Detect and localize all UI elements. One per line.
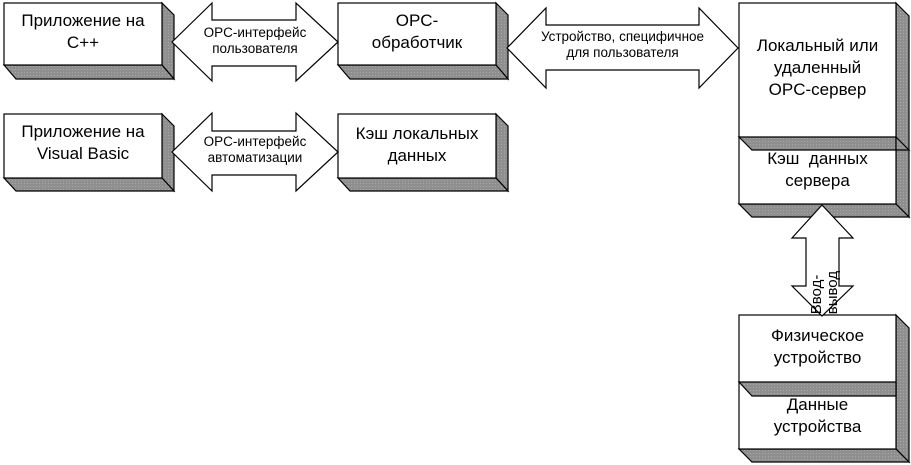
label-line: обработчик [371, 33, 463, 53]
label-line: Ввод- [807, 274, 825, 315]
vb-app-box [2, 112, 176, 193]
physical-device-box [737, 313, 911, 464]
label-line: Кэш данных [767, 149, 868, 168]
opc-server-box [737, 1, 911, 219]
label-line: OPC-сервер [768, 80, 867, 100]
label-line: OPC- [395, 11, 439, 30]
local-cache-label: Кэш локальных данных [338, 123, 496, 167]
automation-interface-arrow-label: OPC-интерфейс автоматизации [172, 134, 338, 165]
local-cache-box [336, 112, 510, 193]
label-line: Локальный или [756, 36, 879, 55]
automation-interface-arrow [171, 111, 339, 193]
label-line: Данные [786, 395, 849, 414]
label-line: автоматизации [207, 149, 303, 165]
label-line: Приложение на [21, 122, 145, 141]
label-line: вывод [823, 270, 841, 315]
label-line: Устройство, специфичное [540, 29, 705, 44]
label-line: для пользователя [566, 44, 679, 60]
label-line: OPC-интерфейс [203, 25, 307, 40]
label-line: устройство [773, 348, 862, 368]
label-line: C++ [66, 33, 100, 53]
device-specific-arrow [506, 6, 739, 90]
physical-device-label: Физическое устройство [739, 325, 896, 369]
label-line: Visual Basic [36, 144, 130, 164]
server-cache-label: Кэш данных сервера [739, 148, 896, 192]
vb-app-label: Приложение на Visual Basic [4, 121, 162, 165]
label-line: удаленный [773, 58, 862, 78]
device-specific-arrow-label: Устройство, специфичное для пользователя [507, 29, 738, 60]
label-line: OPC-интерфейс [203, 134, 307, 149]
opc-server-label: Локальный или удаленный OPC-сервер [739, 35, 896, 101]
opc-handler-box [336, 1, 510, 81]
device-data-label: Данные устройства [739, 394, 896, 438]
label-line: сервера [785, 171, 850, 191]
custom-interface-arrow-label: OPC-интерфейс пользователя [172, 25, 338, 56]
cpp-app-label: Приложение на C++ [4, 10, 162, 54]
opc-handler-label: OPC- обработчик [338, 10, 496, 54]
label-line: данных [387, 146, 447, 166]
label-line: Физическое [770, 326, 865, 345]
cpp-app-box [2, 1, 176, 81]
label-line: устройства [773, 417, 862, 437]
label-line: пользователя [212, 40, 298, 56]
label-line: Кэш локальных [355, 124, 479, 143]
label-line: Приложение на [21, 11, 145, 30]
custom-interface-arrow [171, 1, 339, 83]
io-arrow-label: Ввод- вывод [807, 214, 841, 319]
io-arrow [790, 204, 855, 317]
